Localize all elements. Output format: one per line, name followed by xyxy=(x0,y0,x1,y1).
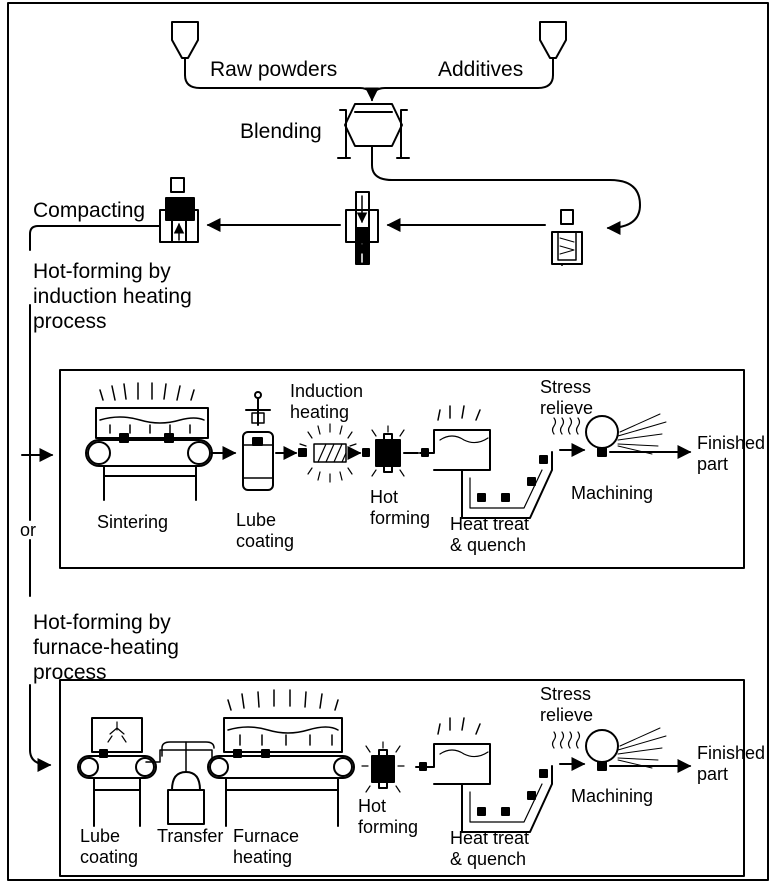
machining-wheel-icon-2 xyxy=(585,727,667,771)
sintering-label: Sintering xyxy=(97,512,169,532)
stress-relieve-icon xyxy=(551,417,581,435)
heat-treat-label-1: Heat treat & quench xyxy=(450,514,530,555)
hot-forming-label-2: Hot forming xyxy=(358,796,419,837)
transfer-tank-icon xyxy=(145,741,215,825)
blending-label: Blending xyxy=(240,120,322,143)
outer-frame xyxy=(7,2,769,881)
lube-drum-icon xyxy=(242,391,274,491)
machining-wheel-icon xyxy=(585,413,667,457)
blend-to-press-line xyxy=(371,164,641,235)
blender-icon xyxy=(337,103,410,166)
furnace-process-box xyxy=(59,679,745,877)
compacting-label: Compacting xyxy=(33,199,146,222)
induction-coil-icon xyxy=(298,423,357,483)
hot-forming-die-icon xyxy=(362,425,405,477)
finished-part-label-1: Finished part xyxy=(697,433,766,474)
furnace-process-title: Hot-forming by furnace-heating process xyxy=(33,611,179,684)
furnace-heating-icon xyxy=(207,689,355,827)
stress-relieve-label-1: Stress relieve xyxy=(540,377,594,418)
die-fill-icon xyxy=(551,209,583,266)
heat-treat-quench-icon xyxy=(419,405,553,519)
induction-process-title: Hot-forming by induction heating process xyxy=(33,260,192,333)
heat-treat-quench-icon-2 xyxy=(415,717,553,833)
heat-treat-label-2: Heat treat & quench xyxy=(450,828,530,869)
lube-coating-label-1: Lube coating xyxy=(236,510,295,551)
machining-label-1: Machining xyxy=(571,483,654,503)
ejected-compact-icon xyxy=(159,177,199,243)
transfer-label: Transfer xyxy=(157,826,224,846)
die-press-icon xyxy=(345,191,379,265)
furnace-heating-label: Furnace heating xyxy=(233,826,300,867)
lube-booth-icon xyxy=(77,717,157,827)
additives-line xyxy=(365,74,554,102)
stress-relieve-label-2: Stress relieve xyxy=(540,684,594,725)
additives-hopper-icon xyxy=(539,21,567,76)
raw-powders-label: Raw powders xyxy=(210,58,338,81)
compact-out-line xyxy=(29,225,161,251)
sintering-furnace-icon xyxy=(85,382,213,501)
machining-label-2: Machining xyxy=(571,786,654,806)
hot-forming-label-1: Hot forming xyxy=(370,487,431,528)
to-furnace-arrow xyxy=(29,684,52,772)
stress-relieve-icon-2 xyxy=(551,731,581,749)
lube-coating-label-2: Lube coating xyxy=(80,826,139,867)
finished-part-label-2: Finished part xyxy=(697,743,766,784)
or-label: or xyxy=(20,520,37,540)
additives-label: Additives xyxy=(438,58,524,81)
raw-powders-hopper-icon xyxy=(171,21,199,76)
induction-heating-label: Induction heating xyxy=(290,381,364,422)
hot-forming-die-icon-2 xyxy=(361,741,405,793)
induction-process-box xyxy=(59,369,745,569)
